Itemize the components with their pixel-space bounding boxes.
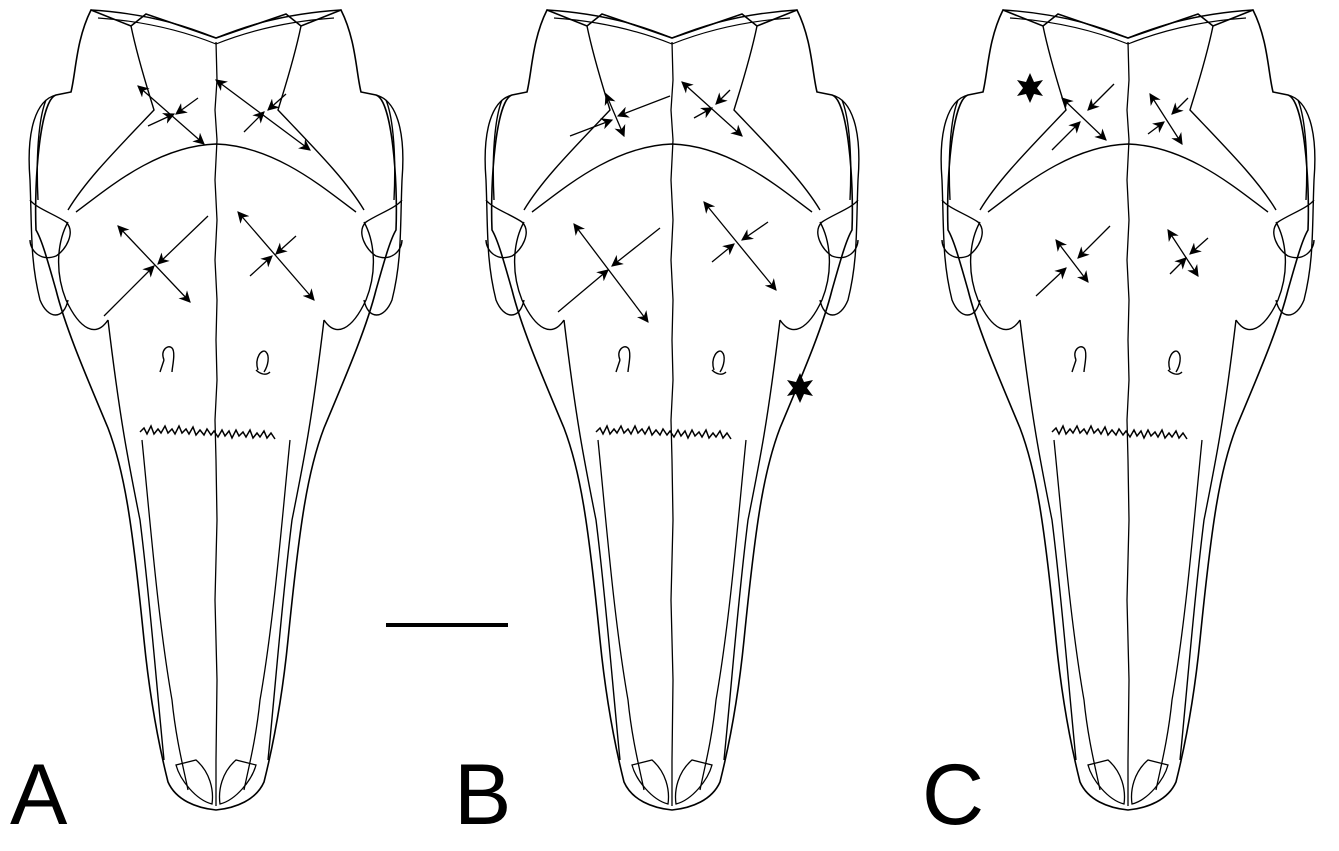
arrow-cross-c2 <box>1148 94 1188 144</box>
arrow-cross-b4 <box>704 202 776 290</box>
arrow-cross-b3 <box>558 224 660 322</box>
arrow-cross-a3 <box>104 216 208 316</box>
star-marker-b <box>787 373 813 403</box>
panel-label-a: A <box>10 752 67 838</box>
arrow-cross-c4 <box>1168 230 1208 276</box>
skull-panel-b <box>485 10 859 810</box>
arrow-cross-a1 <box>138 86 204 144</box>
arrow-cross-b2 <box>682 82 742 136</box>
arrow-cross-a4 <box>238 212 314 300</box>
skull-panel-c <box>941 10 1315 810</box>
skull-panel-a <box>29 10 403 810</box>
star-marker-c <box>1017 73 1043 103</box>
arrow-cross-c3 <box>1036 226 1110 296</box>
arrow-cross-b1 <box>570 94 670 136</box>
arrow-cross-a2 <box>216 80 310 150</box>
panel-label-c: C <box>922 752 984 838</box>
panel-label-b: B <box>454 752 511 838</box>
